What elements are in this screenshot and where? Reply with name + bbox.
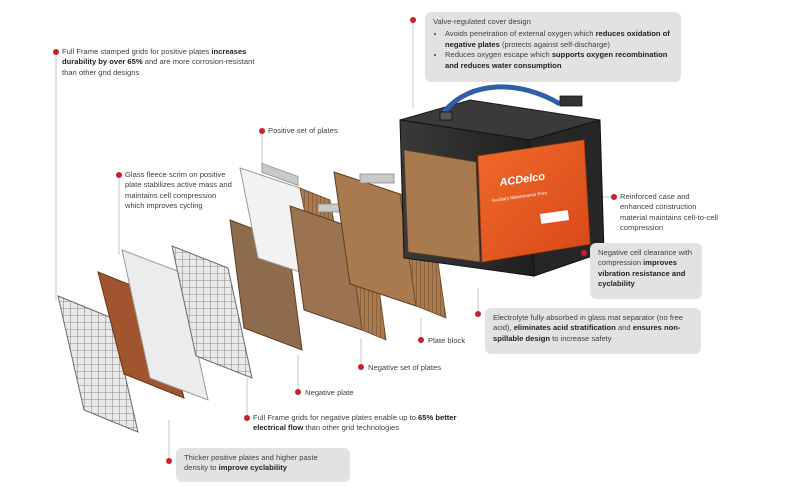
plate-block-strap (359, 173, 395, 184)
electrolyte-mid: and (615, 323, 633, 333)
cover-b2-bold: supports oxygen recombination and reduce… (445, 50, 668, 70)
neg-clearance-bold: improves vibration resistance and cyclab… (598, 258, 686, 289)
thicker-bold: improve cyclability (218, 463, 287, 473)
battery-label (477, 139, 591, 263)
callout-glass-fleece: Glass fleece scrim on positive plate sta… (125, 170, 232, 211)
callout-thicker-plates: Thicker positive plates and higher paste… (176, 448, 350, 482)
positive-strap (261, 162, 299, 187)
callout-negative-clearance: Negative cell clearance with compression… (590, 243, 702, 299)
callout-electrolyte: Electrolyte fully absorbed in glass mat … (485, 308, 701, 354)
cover-b1-bold: reduces oxidation of negative plates (445, 29, 670, 49)
glass-fleece-scrim (121, 249, 209, 401)
ffn-post: than other grid technologies (303, 423, 400, 433)
cover-b1-post: (protects against self-discharge) (499, 39, 611, 49)
cover-b2-text: Reduces oxygen escape which (445, 50, 552, 60)
electrolyte-bold-1: eliminates acid stratification (513, 323, 616, 333)
ffp-text: Full Frame stamped grids for positive pl… (62, 47, 212, 56)
callout-cover-design: Valve-regulated cover design Avoids pene… (425, 12, 681, 82)
cover-bullets: Avoids penetration of external oxygen wh… (433, 29, 673, 71)
callout-plate-block: Plate block (428, 336, 466, 345)
cover-title: Valve-regulated cover design (433, 17, 531, 26)
callout-dots (53, 17, 617, 464)
callout-positive-set: Positive set of plates (268, 126, 338, 135)
ffp-post: and are more corrosion-resistant than ot… (62, 57, 255, 77)
battery-cutaway (403, 149, 481, 263)
callout-full-frame-negative: Full Frame grids for negative plates ena… (253, 413, 473, 434)
battery-vent-cap (559, 95, 583, 107)
electrolyte-text: Electrolyte fully absorbed in glass mat … (493, 313, 683, 333)
battery-terminal (439, 111, 453, 121)
ffp-bold: increases durability by over 65% (62, 47, 247, 67)
battery-barcode (540, 210, 570, 224)
thicker-text: Thicker positive plates and higher paste… (184, 453, 318, 473)
electrolyte-post: to increase safety (549, 333, 612, 343)
callout-negative-set: Negative set of plates (368, 363, 442, 372)
cover-bullet-1: Avoids penetration of external oxygen wh… (445, 29, 673, 50)
ffn-text: Full Frame grids for negative plates ena… (253, 413, 419, 422)
negative-grid (171, 245, 253, 379)
electrolyte-bold-2: ensures non-spillable design (493, 323, 681, 343)
callout-negative-plate: Negative plate (305, 388, 354, 397)
neg-clearance-text: Negative cell clearance with compression (598, 248, 693, 268)
battery: ACDelco Auxiliary Maintenance Free (399, 84, 605, 277)
ffn-bold: 65% better electrical flow (253, 413, 457, 433)
positive-grid (57, 295, 139, 433)
cover-b1-text: Avoids penetration of external oxygen wh… (445, 29, 596, 39)
cover-bullet-2: Reduces oxygen escape which supports oxy… (445, 50, 673, 71)
callout-reinforced-case: Reinforced case and enhanced constructio… (620, 192, 718, 233)
battery-handle (442, 84, 562, 114)
callout-full-frame-positive: Full Frame stamped grids for positive pl… (62, 47, 268, 78)
